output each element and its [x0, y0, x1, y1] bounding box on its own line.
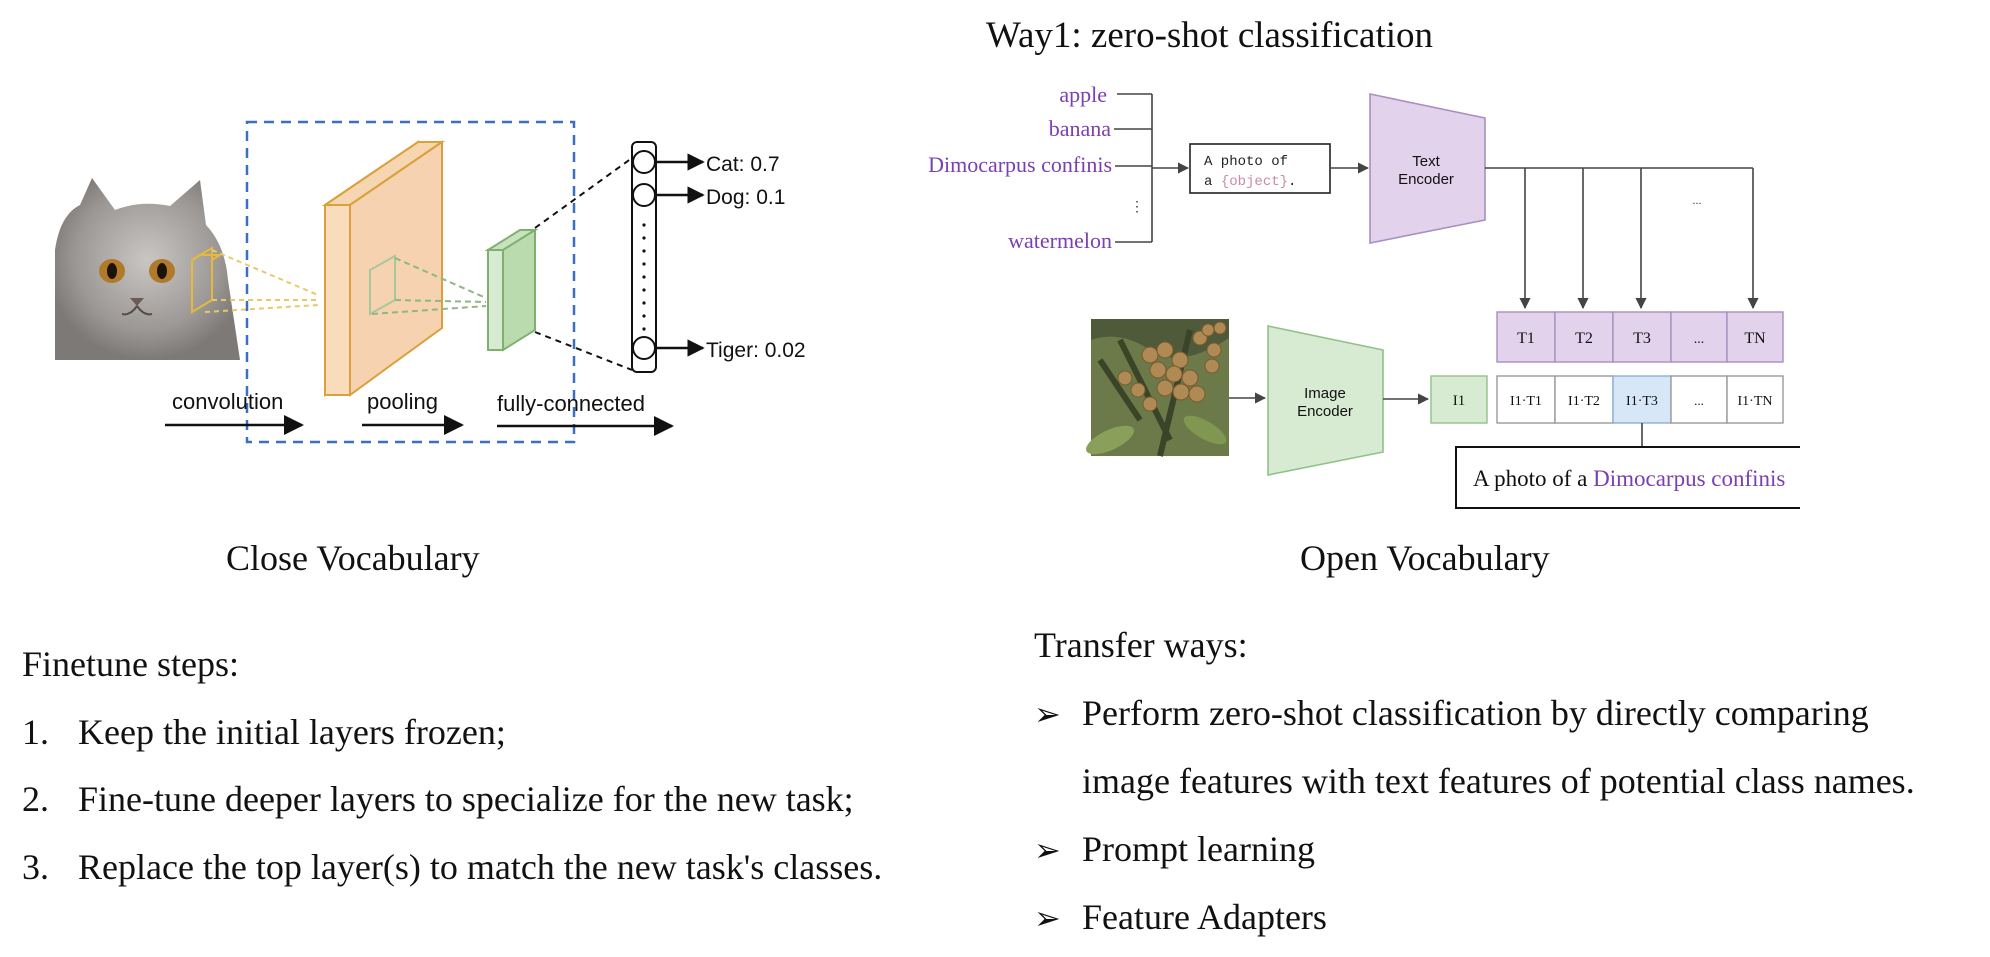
transfer-way-text: Perform zero-shot classification by dire…	[1082, 693, 1869, 733]
prompt-object-placeholder: {object}	[1221, 174, 1288, 190]
cat-score-label: Cat: 0.7	[706, 153, 780, 176]
cat-image	[55, 178, 240, 360]
it-cell-1: I1·T1	[1510, 394, 1542, 409]
t-cell-1: T1	[1517, 330, 1535, 347]
class-apple: apple	[1059, 82, 1107, 107]
transfer-ways-title: Transfer ways:	[1034, 625, 1248, 665]
step-number: 2.	[22, 779, 49, 819]
text-encoder-label-2: Encoder	[1398, 171, 1454, 188]
text-feature-row	[1496, 311, 1784, 363]
step-text: Keep the initial layers frozen;	[78, 712, 506, 752]
text-encoder-label-1: Text	[1412, 153, 1440, 170]
step-text: Replace the top layer(s) to match the ne…	[78, 847, 883, 887]
pooling-label: pooling	[367, 389, 438, 414]
result-class: Dimocarpus confinis	[1593, 466, 1785, 491]
it-cell-ellipsis: ...	[1694, 393, 1704, 408]
t-cell-2: T2	[1575, 330, 1593, 347]
fully-connected-label: fully-connected	[497, 391, 645, 416]
t-cell-ellipsis: ...	[1694, 332, 1705, 347]
dog-score-label: Dog: 0.1	[706, 186, 785, 209]
transfer-way-text: image features with text features of pot…	[1082, 761, 1915, 801]
image-encoder-label-1: Image	[1304, 385, 1346, 402]
step-text: Fine-tune deeper layers to specialize fo…	[78, 779, 854, 819]
text-encoder	[1369, 93, 1486, 244]
conv-feature-map	[321, 140, 446, 397]
step-number: 3.	[22, 847, 49, 887]
conv-receptive-lines	[204, 249, 319, 313]
longan-image	[1086, 319, 1229, 457]
transfer-way-1: ➢ Perform zero-shot classification by dir…	[1034, 692, 1869, 734]
transfer-way-text: Feature Adapters	[1082, 897, 1327, 937]
transfer-way-2: ➢ Prompt learning	[1034, 828, 1315, 870]
transfer-way-1-continued: image features with text features of pot…	[1082, 760, 1915, 802]
convolution-label: convolution	[172, 389, 283, 414]
class-ellipsis: ⋮	[1130, 200, 1144, 215]
open-vocabulary-caption: Open Vocabulary	[1300, 538, 1550, 578]
prompt-template-box	[1189, 143, 1331, 194]
result-box	[1455, 446, 1800, 509]
fc-lines	[534, 157, 633, 371]
class-bracket	[1114, 93, 1153, 243]
class-watermelon: watermelon	[1008, 228, 1112, 253]
text-feature-ellipsis: ...	[1693, 193, 1702, 207]
it-cell-n: I1·TN	[1738, 394, 1773, 409]
pool-lines	[371, 257, 487, 315]
finetune-step-3: 3. Replace the top layer(s) to match the …	[22, 846, 882, 888]
finetune-step-1: 1. Keep the initial layers frozen;	[22, 711, 506, 753]
result-text: A photo of a Dimocarpus confinis	[1473, 466, 1785, 491]
transfer-way-3: ➢ Feature Adapters	[1034, 896, 1327, 938]
arrow-bullet-icon: ➢	[1034, 832, 1061, 868]
cnn-diagram: Cat: 0.7 Dog: 0.1 Tiger: 0.02 convolutio…	[55, 120, 806, 444]
transfer-way-text: Prompt learning	[1082, 829, 1315, 869]
close-vocabulary-caption: Close Vocabulary	[226, 538, 480, 578]
finetune-step-2: 2. Fine-tune deeper layers to specialize …	[22, 778, 854, 820]
fully-connected-layer	[631, 141, 705, 373]
it-cell-2: I1·T2	[1568, 394, 1600, 409]
pooled-feature-map	[484, 228, 539, 352]
it-cell-3: I1·T3	[1626, 394, 1658, 409]
text-feature-arrows	[1485, 167, 1759, 310]
finetune-steps-title: Finetune steps:	[22, 644, 239, 684]
arrow-bullet-icon: ➢	[1034, 900, 1061, 936]
step-number: 1.	[22, 712, 49, 752]
t-cell-n: TN	[1744, 330, 1766, 347]
image-feature-box	[1430, 375, 1488, 424]
image-encoder-label-2: Encoder	[1297, 403, 1353, 420]
class-dimocarpus: Dimocarpus confinis	[928, 152, 1112, 177]
image-encoder	[1267, 325, 1384, 476]
tiger-score-label: Tiger: 0.02	[706, 339, 806, 362]
way1-title: Way1: zero-shot classification	[986, 15, 1434, 56]
prompt-line-1: A photo of	[1204, 154, 1288, 170]
arrow-bullet-icon: ➢	[1034, 696, 1061, 732]
class-banana: banana	[1049, 116, 1112, 141]
similarity-row	[1496, 375, 1784, 424]
prompt-line-2: a {object}.	[1204, 174, 1296, 190]
t-cell-3: T3	[1633, 330, 1651, 347]
clip-diagram: apple banana Dimocarpus confinis ⋮ water…	[928, 82, 1800, 509]
image-feature-label: I1	[1453, 393, 1466, 409]
